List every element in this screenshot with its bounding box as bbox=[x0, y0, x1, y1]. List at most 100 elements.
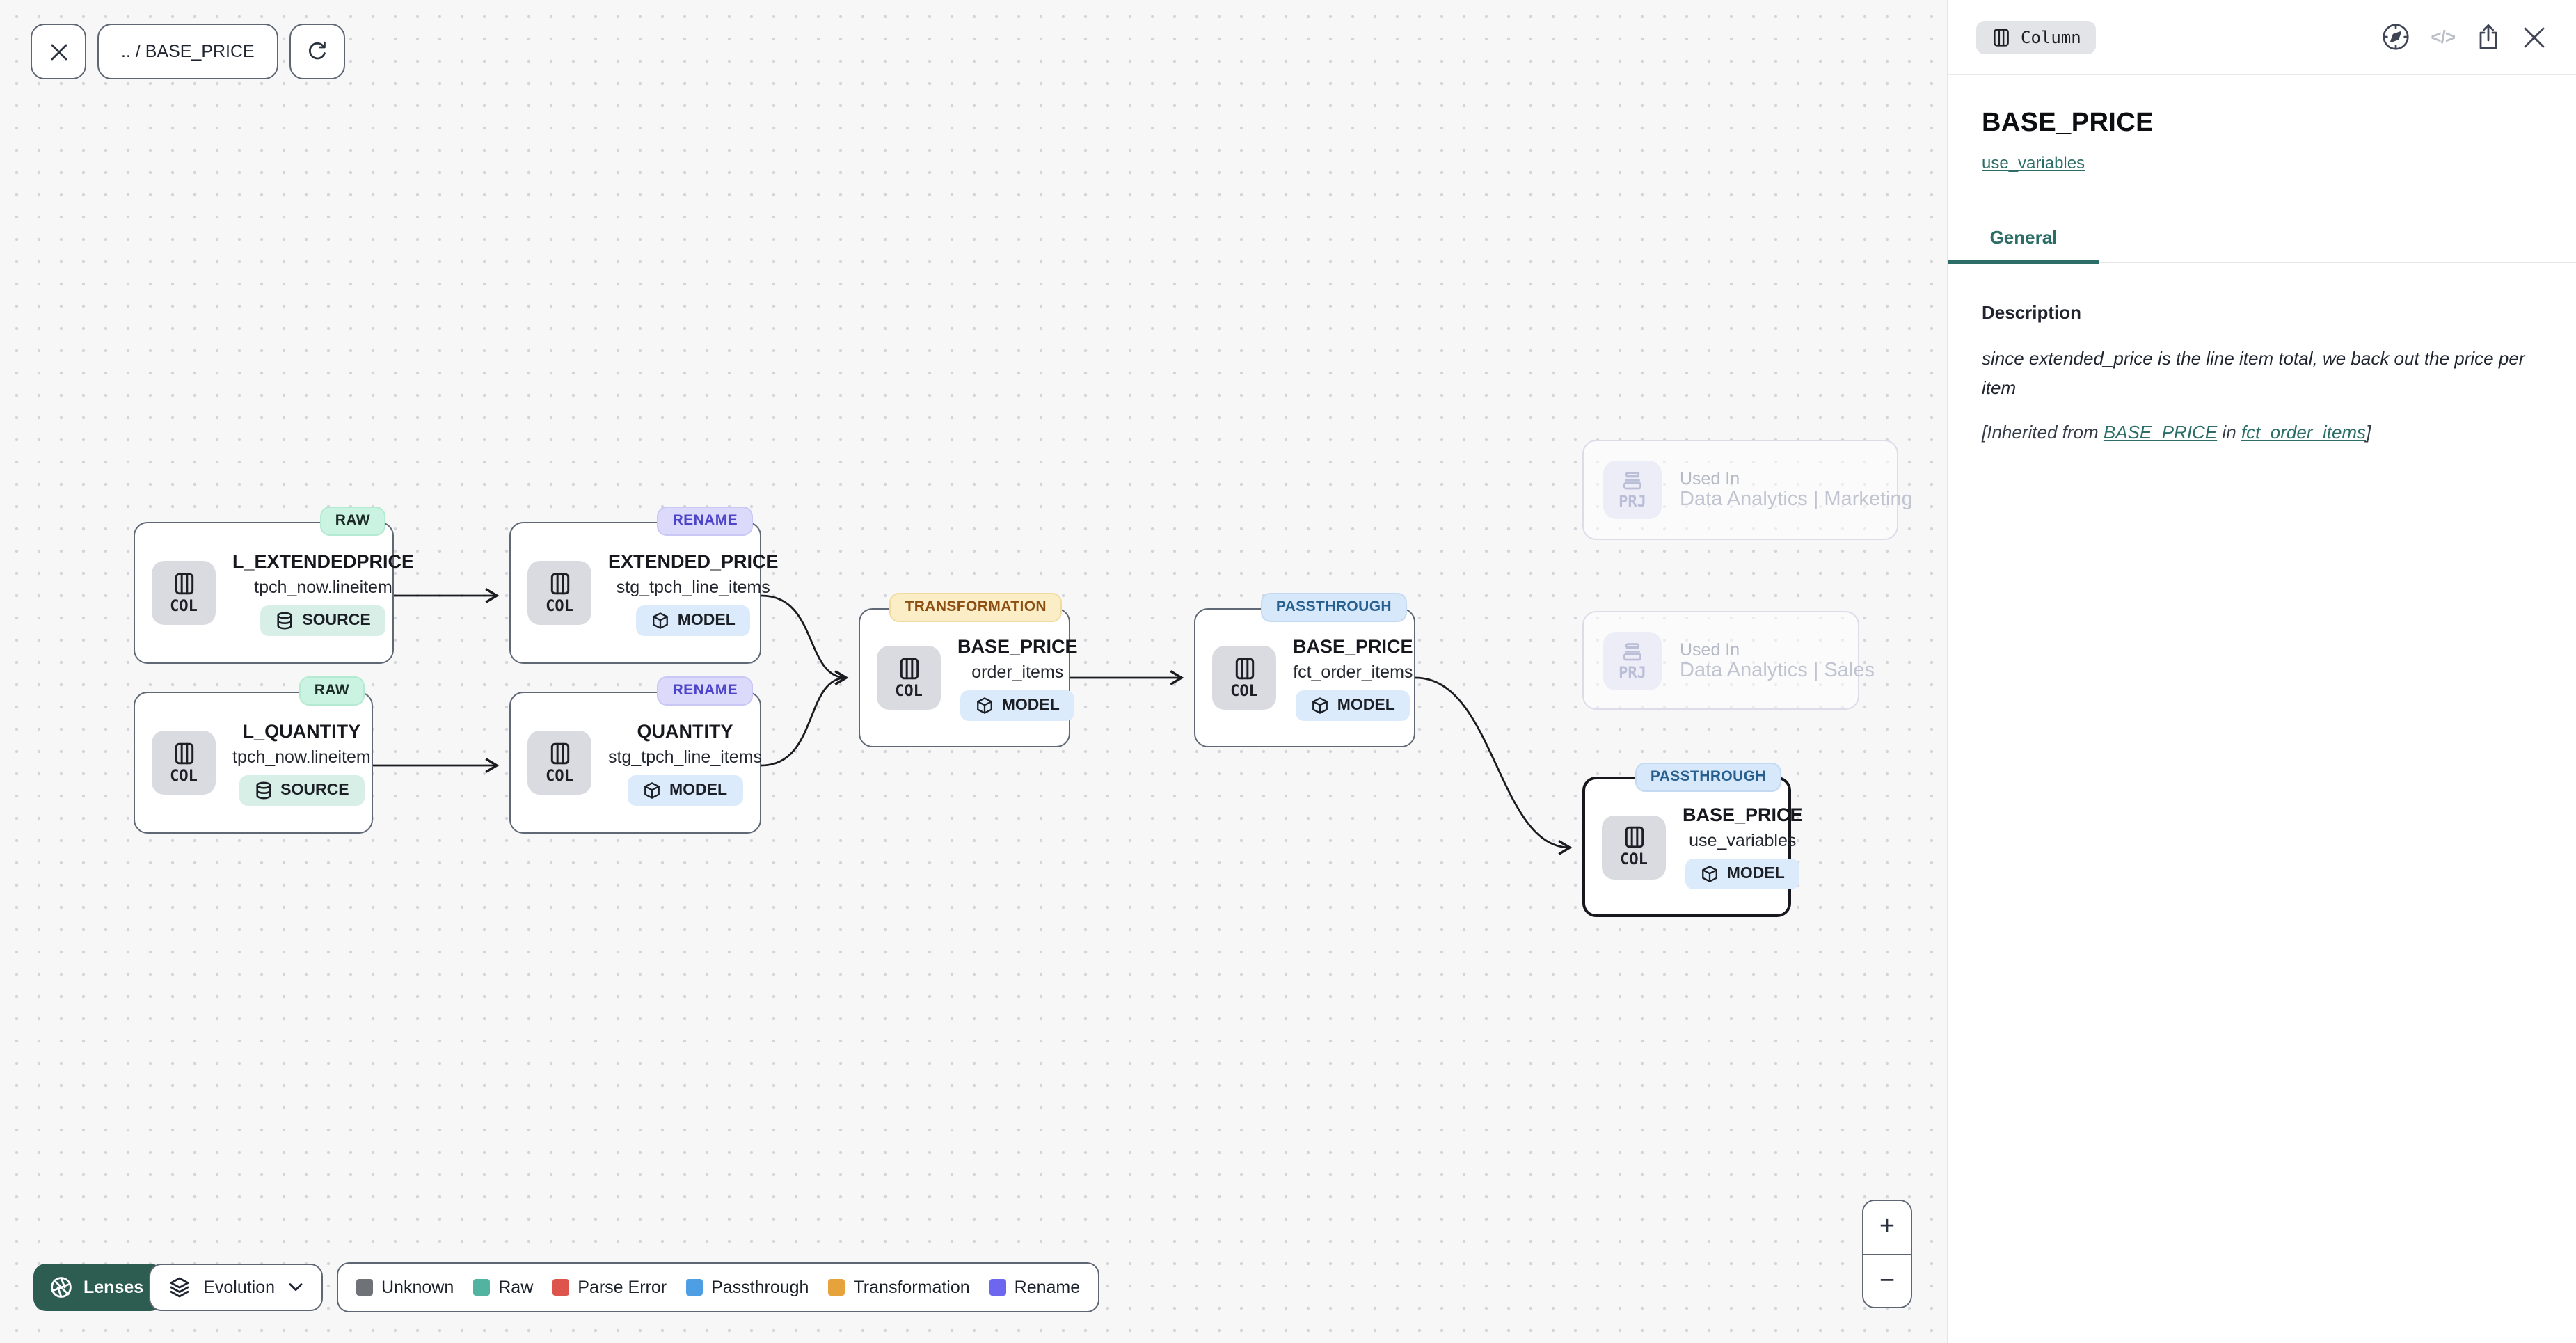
column-icon bbox=[1994, 28, 2009, 46]
breadcrumb[interactable]: .. / BASE_PRICE bbox=[97, 24, 278, 79]
database-icon bbox=[255, 781, 271, 799]
code-icon: </> bbox=[2431, 26, 2456, 47]
project-name: Data Analytics | Sales bbox=[1680, 659, 1875, 681]
explore-button[interactable] bbox=[2379, 21, 2411, 53]
zoom-out-button[interactable]: − bbox=[1863, 1254, 1911, 1307]
panel-topbar: Column </> bbox=[1948, 0, 2576, 75]
status-badge: TRANSFORMATION bbox=[889, 593, 1062, 622]
entity-type-badge: Column bbox=[1976, 20, 2097, 54]
model-badge: MODEL bbox=[1685, 859, 1800, 889]
node-base-price-use-variables[interactable]: PASSTHROUGH COL BASE_PRICE use_variables… bbox=[1582, 763, 1803, 917]
tab-general[interactable]: General bbox=[1948, 212, 2099, 264]
node-title: QUANTITY bbox=[637, 720, 733, 741]
status-badge: RAW bbox=[319, 507, 385, 536]
cube-icon bbox=[1312, 697, 1328, 713]
status-badge: PASSTHROUGH bbox=[1260, 593, 1407, 622]
node-title: L_EXTENDEDPRICE bbox=[232, 550, 415, 571]
zoom-control: + − bbox=[1862, 1200, 1912, 1308]
close-panel-button[interactable] bbox=[2522, 24, 2547, 49]
source-badge: SOURCE bbox=[260, 605, 386, 635]
node-subtitle: tpch_now.lineitem bbox=[254, 577, 392, 596]
database-icon bbox=[277, 611, 292, 629]
legend-swatch bbox=[552, 1279, 570, 1296]
type-badge-label: MODEL bbox=[677, 612, 736, 628]
node-l-quantity[interactable]: RAW COL L_QUANTITY tpch_now.lineitem SOU… bbox=[134, 676, 373, 834]
cube-icon bbox=[1701, 866, 1717, 882]
zoom-in-button[interactable]: + bbox=[1863, 1201, 1911, 1254]
compass-icon bbox=[2382, 24, 2408, 50]
type-badge-label: MODEL bbox=[669, 781, 727, 798]
column-icon bbox=[174, 572, 193, 594]
kind-label: COL bbox=[1230, 681, 1258, 699]
node-extended-price[interactable]: RENAME COL EXTENDED_PRICE stg_tpch_line_… bbox=[509, 507, 779, 664]
node-subtitle: stg_tpch_line_items bbox=[616, 577, 770, 596]
lens-select-evolution[interactable]: Evolution bbox=[149, 1264, 323, 1311]
node-base-price-order-items[interactable]: TRANSFORMATION COL BASE_PRICE order_item… bbox=[859, 593, 1078, 747]
lineage-canvas[interactable]: .. / BASE_PRICE RAW COL L_EXTENDEDPRICE … bbox=[0, 0, 1947, 1343]
node-title: L_QUANTITY bbox=[242, 720, 361, 741]
model-link[interactable]: use_variables bbox=[1982, 153, 2085, 173]
source-badge: SOURCE bbox=[239, 774, 365, 805]
ghost-node-marketing: PRJ Used In Data Analytics | Marketing bbox=[1582, 440, 1913, 540]
node-l-extendedprice[interactable]: RAW COL L_EXTENDEDPRICE tpch_now.lineite… bbox=[134, 507, 414, 664]
kind-label: COL bbox=[895, 681, 923, 699]
project-name: Data Analytics | Marketing bbox=[1680, 488, 1913, 511]
legend-item-rename: Rename bbox=[989, 1278, 1080, 1297]
node-title: EXTENDED_PRICE bbox=[608, 550, 779, 571]
refresh-button[interactable] bbox=[289, 24, 345, 79]
node-base-price-fct-order-items[interactable]: PASSTHROUGH COL BASE_PRICE fct_order_ite… bbox=[1194, 593, 1415, 747]
share-icon bbox=[2479, 24, 2497, 49]
status-badge: PASSTHROUGH bbox=[1635, 763, 1781, 792]
used-in-label: Used In bbox=[1680, 639, 1740, 659]
share-button[interactable] bbox=[2474, 22, 2502, 51]
breadcrumb-label: .. / BASE_PRICE bbox=[121, 42, 255, 61]
kind-label: PRJ bbox=[1619, 663, 1646, 681]
close-canvas-button[interactable] bbox=[31, 24, 86, 79]
inherited-column-link[interactable]: BASE_PRICE bbox=[2103, 422, 2218, 443]
node-subtitle: tpch_now.lineitem bbox=[232, 747, 371, 766]
column-icon bbox=[174, 742, 193, 764]
type-badge-label: MODEL bbox=[1001, 697, 1060, 713]
edge-fctorderitems-usevariables bbox=[1415, 676, 1573, 855]
node-subtitle: use_variables bbox=[1689, 831, 1797, 850]
minus-icon: − bbox=[1879, 1266, 1895, 1295]
project-kind-box: PRJ bbox=[1603, 631, 1662, 690]
node-subtitle: order_items bbox=[971, 662, 1064, 681]
column-icon bbox=[550, 572, 569, 594]
lenses-button[interactable]: Lenses bbox=[33, 1264, 164, 1311]
type-badge-label: SOURCE bbox=[302, 612, 371, 628]
legend-swatch bbox=[473, 1279, 491, 1296]
status-badge: RENAME bbox=[657, 507, 753, 536]
legend-item-raw: Raw bbox=[473, 1278, 533, 1297]
entity-type-label: Column bbox=[2021, 27, 2081, 47]
kind-label: COL bbox=[546, 596, 573, 614]
lens-bar: Lenses Evolution bbox=[33, 1264, 323, 1311]
status-badge: RENAME bbox=[657, 676, 753, 706]
model-badge: MODEL bbox=[635, 605, 751, 635]
legend-item-unknown: Unknown bbox=[356, 1278, 454, 1297]
node-title: BASE_PRICE bbox=[1293, 635, 1413, 656]
selected-lens-label: Evolution bbox=[203, 1278, 276, 1297]
column-kind-box: COL bbox=[527, 561, 591, 625]
column-kind-box: COL bbox=[152, 561, 216, 625]
project-kind-box: PRJ bbox=[1603, 461, 1662, 519]
edge-quantity-baseprice bbox=[761, 670, 849, 767]
description-body: since extended_price is the line item to… bbox=[1982, 348, 2525, 399]
layers-icon bbox=[170, 1277, 189, 1298]
inherited-model-link[interactable]: fct_order_items bbox=[2241, 422, 2367, 443]
legend-item-parse-error: Parse Error bbox=[552, 1278, 667, 1297]
plus-icon: + bbox=[1879, 1212, 1895, 1241]
node-quantity[interactable]: RENAME COL QUANTITY stg_tpch_line_items … bbox=[509, 676, 762, 834]
column-kind-box: COL bbox=[877, 646, 941, 710]
description-inherited: [Inherited from BASE_PRICE in fct_order_… bbox=[1982, 422, 2371, 443]
node-title: BASE_PRICE bbox=[1683, 804, 1803, 825]
close-icon bbox=[2524, 26, 2545, 47]
refresh-icon bbox=[308, 41, 326, 60]
node-subtitle: fct_order_items bbox=[1293, 662, 1413, 681]
legend-swatch bbox=[828, 1279, 845, 1296]
panel-actions: </> bbox=[2379, 21, 2547, 53]
column-kind-box: COL bbox=[1212, 646, 1276, 710]
canvas-toolbar: .. / BASE_PRICE bbox=[31, 24, 345, 79]
ghost-node-sales: PRJ Used In Data Analytics | Sales bbox=[1582, 611, 1875, 710]
